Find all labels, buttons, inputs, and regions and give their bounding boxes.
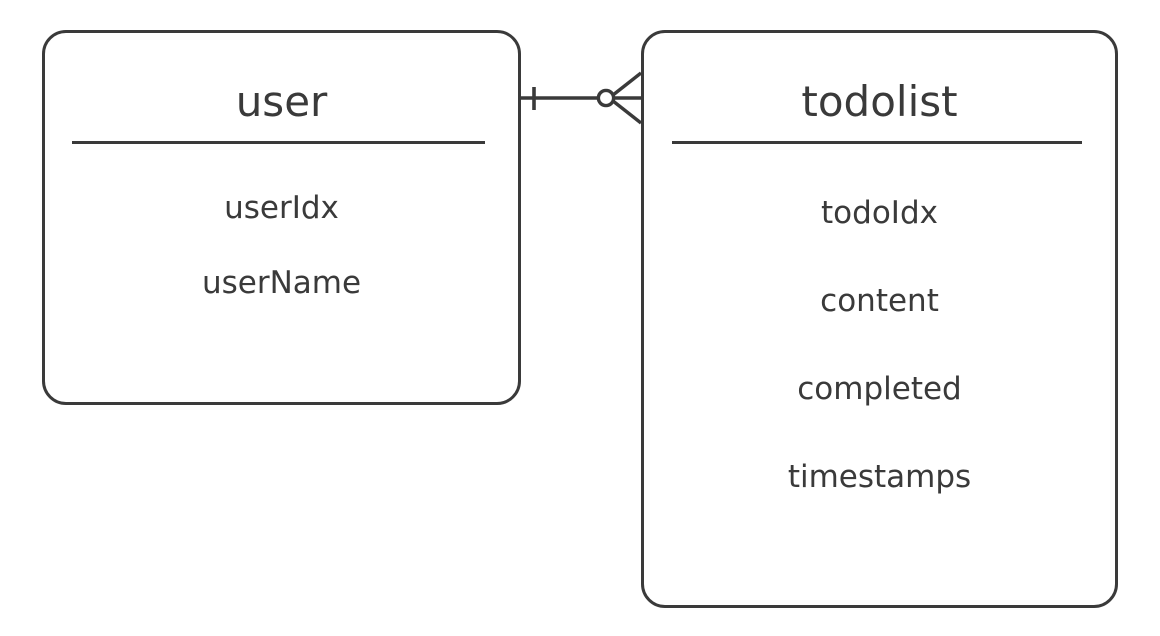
crows-foot-lower-prong-icon [611, 99, 643, 125]
entity-todolist-title: todolist [801, 77, 958, 126]
attribute-useridx[interactable]: userIdx [224, 190, 339, 226]
cardinality-zero-circle-icon [596, 88, 616, 108]
entity-user-attribute-list: userIdx userName [45, 193, 518, 343]
attribute-todoidx[interactable]: todoIdx [821, 195, 938, 231]
attribute-username[interactable]: userName [201, 265, 362, 301]
attribute-content[interactable]: content [820, 283, 939, 319]
entity-todolist-attribute-list: todoIdx content completed timestamps [644, 198, 1115, 550]
attribute-completed[interactable]: completed [797, 371, 962, 407]
entity-user[interactable]: user userIdx userName [42, 30, 521, 405]
entity-user-title: user [235, 77, 328, 126]
entity-user-divider [72, 141, 485, 144]
crows-foot-upper-prong-icon [611, 71, 643, 97]
attribute-timestamps[interactable]: timestamps [787, 459, 972, 495]
relationship-connector-user-todolist[interactable] [505, 58, 661, 140]
entity-todolist-divider [672, 141, 1082, 144]
entity-todolist[interactable]: todolist todoIdx content completed times… [641, 30, 1118, 608]
